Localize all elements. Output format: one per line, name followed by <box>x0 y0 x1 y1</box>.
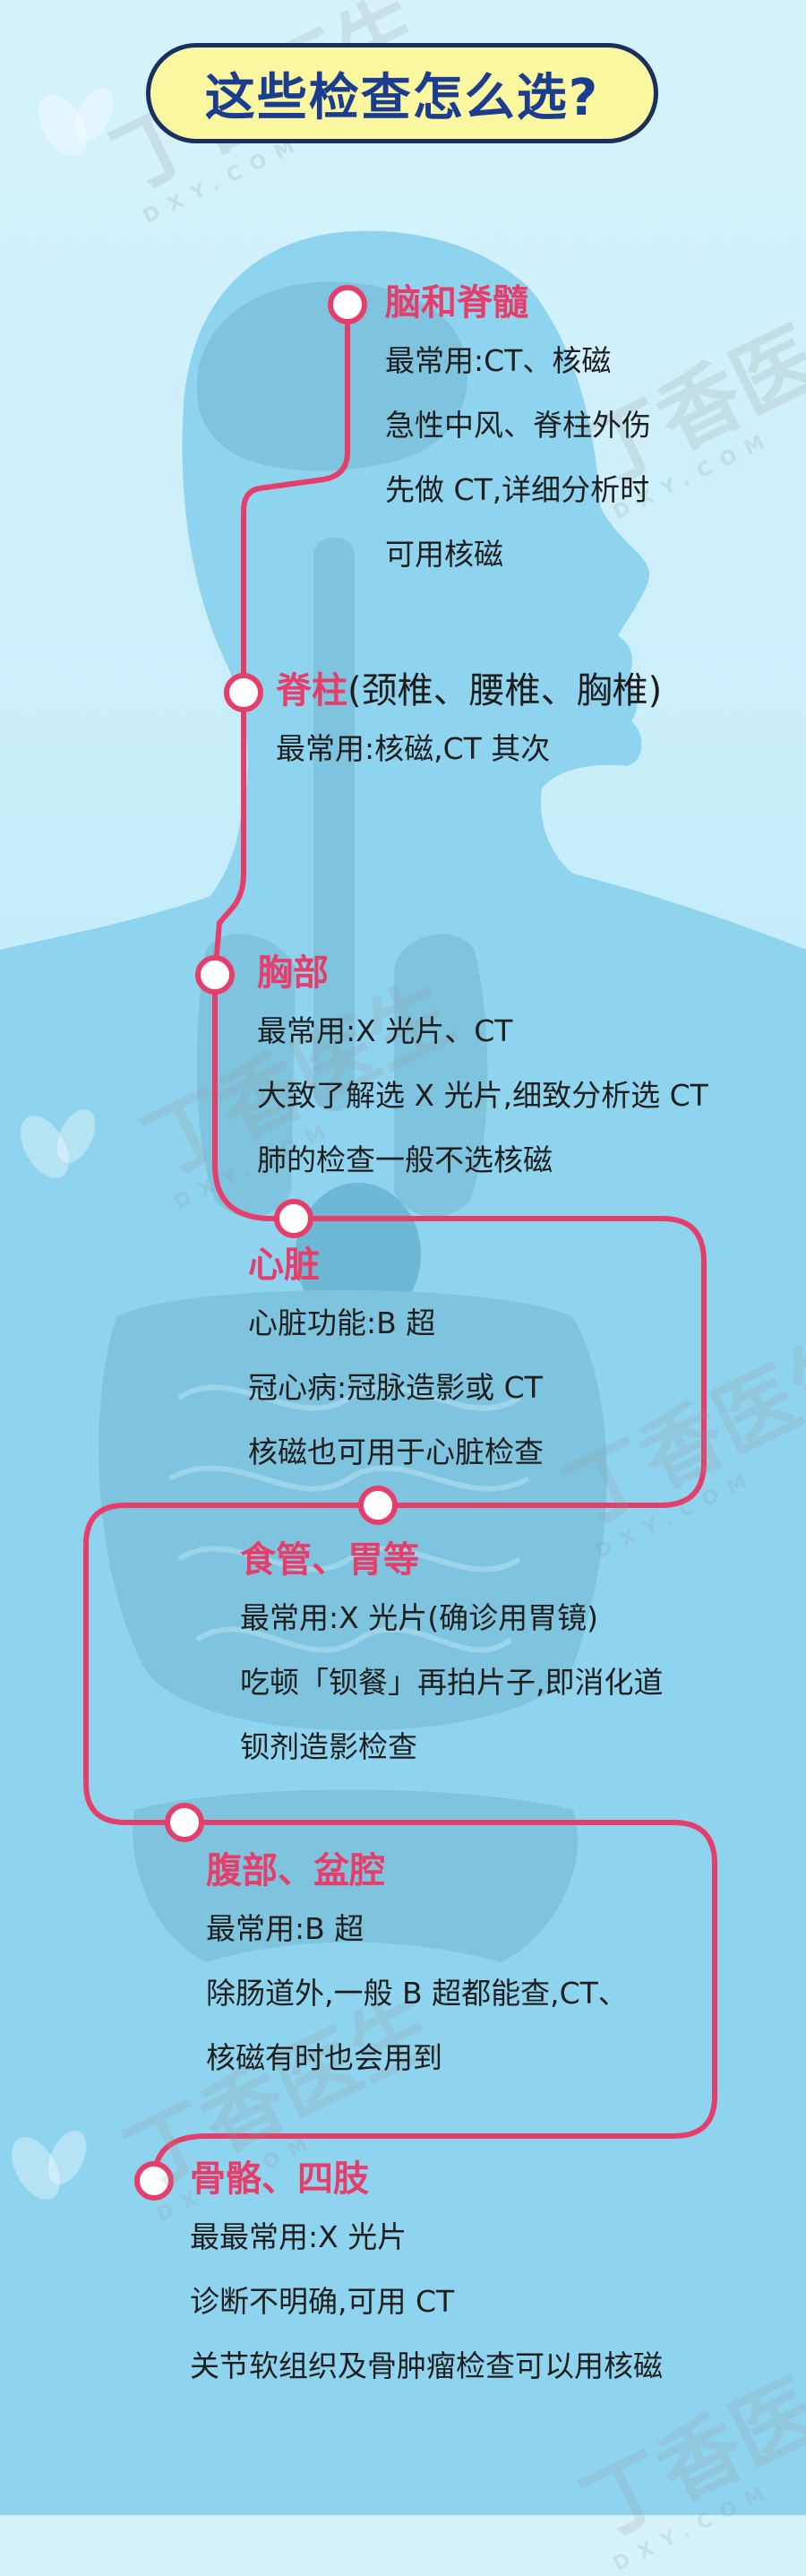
list-item: 先做 CT,详细分析时 <box>385 472 650 507</box>
connector-path <box>83 305 717 2182</box>
list-item: 关节软组织及骨肿瘤检查可以用核磁 <box>190 2348 663 2383</box>
abdomen-organs-shape <box>99 1290 607 1731</box>
section-abdomen-pelvis: 腹部、盆腔 最常用:B 超 除肠道外,一般 B 超都能查,CT、 核磁有时也会用… <box>206 1848 628 2106</box>
page-title-text: 这些检查怎么选? <box>204 68 600 127</box>
section-brain-spinal-cord: 脑和脊髓 最常用:CT、核磁 急性中风、脊柱外伤 先做 CT,详细分析时 可用核… <box>385 280 651 602</box>
section-title: 脊柱 <box>276 670 347 711</box>
section-spine: 脊柱(颈椎、腰椎、胸椎) 最常用:核磁,CT 其次 <box>276 668 662 797</box>
list-item: 心脏功能:B 超 <box>248 1305 436 1340</box>
section-title: 食管、胃等 <box>240 1539 419 1581</box>
connector-nodes <box>134 285 398 2201</box>
section-items: 最常用:X 光片(确诊用胃镜) 吃顿「钡餐」再拍片子,即消化道 钡剂造影检查 <box>240 1601 664 1764</box>
node-abdomen <box>165 1803 204 1842</box>
list-item: 最最常用:X 光片 <box>190 2219 407 2254</box>
node-bones <box>134 2161 174 2201</box>
list-item: 可用核磁 <box>385 537 503 572</box>
list-item: 大致了解选 X 光片,细致分析选 CT <box>257 1078 708 1113</box>
spine-shape <box>313 538 355 1111</box>
list-item: 最常用:核磁,CT 其次 <box>276 731 551 766</box>
node-chest <box>195 955 235 995</box>
list-item: 吃顿「钡餐」再拍片子,即消化道 <box>240 1665 664 1700</box>
section-title-row: 脊柱(颈椎、腰椎、胸椎) <box>276 668 662 714</box>
intestine-lines <box>168 1384 530 1653</box>
list-item: 肺的检查一般不选核磁 <box>257 1142 553 1177</box>
section-items: 最常用:CT、核磁 急性中风、脊柱外伤 先做 CT,详细分析时 可用核磁 <box>385 344 651 572</box>
body-illustration <box>0 88 806 2515</box>
node-stomach <box>358 1486 398 1525</box>
list-item: 除肠道外,一般 B 超都能查,CT、 <box>206 1976 628 2011</box>
section-items: 最常用:核磁,CT 其次 <box>276 732 662 766</box>
section-heart: 心脏 心脏功能:B 超 冠心病:冠脉造影或 CT 核磁也可用于心脏检查 <box>248 1242 544 1500</box>
list-item: 核磁也可用于心脏检查 <box>248 1434 544 1469</box>
list-item: 急性中风、脊柱外伤 <box>385 408 651 443</box>
section-items: 最最常用:X 光片 诊断不明确,可用 CT 关节软组织及骨肿瘤检查可以用核磁 <box>190 2220 663 2383</box>
watermark-leaf-icon <box>12 88 114 2200</box>
section-esophagus-stomach: 食管、胃等 最常用:X 光片(确诊用胃镜) 吃顿「钡餐」再拍片子,即消化道 钡剂… <box>240 1537 664 1795</box>
list-item: 最常用:X 光片、CT <box>257 1013 513 1048</box>
list-item: 核磁有时也会用到 <box>206 2040 442 2075</box>
pelvis-shape <box>133 1789 579 1962</box>
section-chest: 胸部 最常用:X 光片、CT 大致了解选 X 光片,细致分析选 CT 肺的检查一… <box>257 950 708 1208</box>
list-item: 最常用:B 超 <box>206 1911 364 1946</box>
brain-shape <box>196 281 467 471</box>
left-lung-shape <box>196 934 296 1218</box>
section-title: 胸部 <box>257 952 329 994</box>
section-title: 骨骼、四肢 <box>190 2158 369 2200</box>
node-brain <box>328 285 367 324</box>
section-bones-limbs: 骨骼、四肢 最最常用:X 光片 诊断不明确,可用 CT 关节软组织及骨肿瘤检查可… <box>190 2156 663 2414</box>
section-items: 最常用:B 超 除肠道外,一般 B 超都能查,CT、 核磁有时也会用到 <box>206 1912 628 2075</box>
list-item: 钡剂造影检查 <box>240 1729 417 1764</box>
node-heart <box>274 1199 313 1238</box>
section-subtitle: (颈椎、腰椎、胸椎) <box>347 670 663 711</box>
list-item: 最常用:CT、核磁 <box>385 343 612 378</box>
section-title: 腹部、盆腔 <box>206 1850 385 1891</box>
section-items: 心脏功能:B 超 冠心病:冠脉造影或 CT 核磁也可用于心脏检查 <box>248 1306 544 1469</box>
list-item: 诊断不明确,可用 CT <box>190 2284 455 2319</box>
list-item: 冠心病:冠脉造影或 CT <box>248 1370 543 1405</box>
list-item: 最常用:X 光片(确诊用胃镜) <box>240 1600 598 1635</box>
node-spine <box>224 673 263 712</box>
section-items: 最常用:X 光片、CT 大致了解选 X 光片,细致分析选 CT 肺的检查一般不选… <box>257 1014 708 1177</box>
section-title: 脑和脊髓 <box>385 282 528 323</box>
right-lung-shape <box>394 934 488 1218</box>
section-title: 心脏 <box>248 1245 320 1286</box>
page-title: 这些检查怎么选? <box>146 43 658 143</box>
